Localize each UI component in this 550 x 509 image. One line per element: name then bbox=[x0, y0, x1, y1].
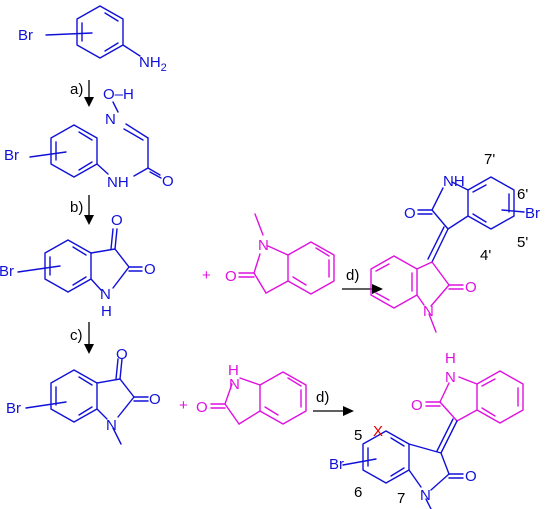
nh2-label: NH2 bbox=[139, 54, 167, 74]
n-label: N bbox=[258, 237, 269, 254]
oxime-intermediate: Br N O–H NH O bbox=[4, 86, 174, 191]
lower-o-label: O bbox=[465, 468, 477, 485]
oxindole: H N O bbox=[196, 362, 307, 425]
c2-o-label: O bbox=[144, 261, 156, 278]
product-two: H N O Br N O X 5 6 7 bbox=[329, 350, 524, 509]
amide-o-label: O bbox=[162, 173, 174, 190]
step-d-first: d) bbox=[342, 267, 383, 294]
br-label: Br bbox=[0, 263, 14, 280]
position-6: 6 bbox=[354, 484, 362, 501]
step-b-label: b) bbox=[70, 199, 83, 216]
bromoaniline: Br NH2 bbox=[18, 5, 167, 74]
step-a-label: a) bbox=[70, 81, 83, 98]
br-label: Br bbox=[4, 147, 19, 164]
br-label: Br bbox=[329, 456, 344, 473]
step-d-second-label: d) bbox=[316, 389, 329, 406]
br-label: Br bbox=[525, 205, 540, 222]
oxime-n-label: N bbox=[105, 111, 116, 128]
lower-o-label: O bbox=[465, 279, 477, 296]
product-one: NH O Br N O 7' 6' 5' 4' bbox=[370, 151, 540, 333]
upper-nh-label: NH bbox=[443, 173, 465, 190]
upper-o-label: O bbox=[404, 205, 416, 222]
step-d-first-label: d) bbox=[346, 267, 359, 284]
o-label: O bbox=[196, 399, 208, 416]
o-label: O bbox=[225, 268, 237, 285]
upper-o-label: O bbox=[411, 397, 423, 414]
step-b: b) bbox=[70, 195, 94, 225]
n-methyl-bromoisatin: Br O O N bbox=[6, 346, 161, 445]
n-methyl-oxindole: N O bbox=[225, 213, 335, 295]
blocked-position-x: X bbox=[373, 423, 383, 440]
step-d-second: d) bbox=[313, 389, 354, 416]
position-7-prime: 7' bbox=[484, 151, 495, 168]
plus-sign: + bbox=[202, 267, 211, 284]
step-a: a) bbox=[70, 80, 94, 107]
position-6-prime: 6' bbox=[517, 186, 528, 203]
h-label: H bbox=[228, 362, 239, 379]
c3-o-label: O bbox=[111, 212, 123, 229]
step-c: c) bbox=[70, 322, 94, 354]
upper-n-label: N bbox=[445, 369, 456, 386]
n-label: N bbox=[106, 417, 117, 434]
c2-o-label: O bbox=[149, 391, 161, 408]
lower-n-label: N bbox=[423, 303, 434, 320]
amide-nh-label: NH bbox=[107, 174, 129, 191]
br-label: Br bbox=[18, 27, 33, 44]
h-label: H bbox=[101, 303, 112, 320]
n-label: N bbox=[229, 376, 240, 393]
position-7: 7 bbox=[397, 490, 405, 507]
n-label: N bbox=[100, 286, 111, 303]
step-c-label: c) bbox=[70, 327, 83, 344]
br-label: Br bbox=[6, 400, 21, 417]
oh-label: O–H bbox=[103, 86, 134, 103]
lower-n-label: N bbox=[420, 487, 431, 504]
bromoisatin: Br O O N H bbox=[0, 212, 156, 320]
position-4-prime: 4' bbox=[480, 247, 491, 264]
position-5-prime: 5' bbox=[517, 234, 528, 251]
c3-o-label: O bbox=[116, 346, 128, 363]
plus-sign: + bbox=[179, 397, 188, 414]
position-5: 5 bbox=[354, 427, 362, 444]
upper-h-label: H bbox=[445, 350, 456, 367]
